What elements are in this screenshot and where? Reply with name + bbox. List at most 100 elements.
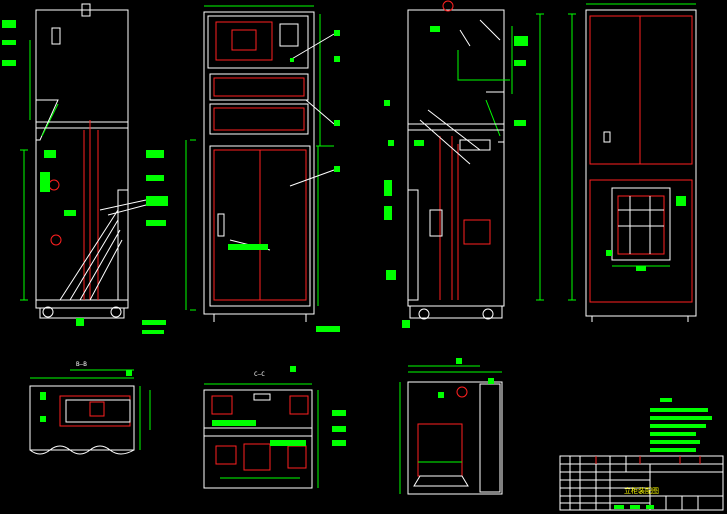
title-revision-mark <box>646 505 654 509</box>
annotation-block <box>514 60 526 66</box>
annotation-block <box>514 120 526 126</box>
annotation-block <box>334 166 340 172</box>
section-core <box>89 401 105 417</box>
annotation-block <box>456 358 462 364</box>
section-outline <box>29 385 135 451</box>
annotation-block <box>142 320 166 325</box>
section-cc-view <box>203 366 346 489</box>
annotation-block <box>334 120 340 126</box>
cabinet-base <box>36 299 128 319</box>
pump-unit <box>463 219 491 245</box>
cabinet-feet <box>591 316 689 322</box>
left-rail <box>407 189 419 301</box>
annotation-block <box>384 100 390 106</box>
vent-inner <box>617 195 665 255</box>
annotation-block <box>40 416 46 422</box>
dimension-lines <box>568 3 696 301</box>
top-fitting <box>81 3 91 17</box>
control-box <box>279 23 299 47</box>
annotation-block <box>142 330 164 334</box>
cabinet-feet <box>213 314 307 322</box>
title-block <box>559 455 724 511</box>
front-elevation-view <box>185 5 340 332</box>
notes-line <box>650 432 696 436</box>
display-window <box>215 21 273 61</box>
dimension-lines <box>457 13 544 301</box>
right-rail <box>117 189 129 301</box>
title-revision-mark <box>614 505 624 509</box>
annotation-block <box>488 378 494 384</box>
slanted-door <box>36 99 59 141</box>
display-inner <box>231 29 257 51</box>
castor-wheel <box>42 306 54 318</box>
technical-notes <box>650 398 712 452</box>
slanted-door-inner <box>485 99 501 137</box>
plan-view <box>399 358 503 495</box>
annotation-block <box>290 58 294 62</box>
castor-wheel <box>418 308 430 320</box>
top-box-mid <box>253 393 271 401</box>
annotation-block <box>76 318 84 326</box>
annotation-block <box>2 20 16 28</box>
notes-line <box>650 424 706 428</box>
plan-fitting <box>456 386 468 398</box>
annotation-block <box>676 196 686 206</box>
drawer-lower <box>209 103 309 135</box>
annotation-block <box>44 150 56 158</box>
top-box-left <box>211 395 233 415</box>
annotation-block <box>146 150 164 158</box>
annotation-block <box>384 180 392 196</box>
vent-bars <box>618 196 664 254</box>
side-section-view-left <box>2 3 168 334</box>
annotation-block <box>270 440 306 446</box>
side-section-view-right <box>384 0 544 328</box>
annotation-block <box>386 270 396 280</box>
cabinet-outline <box>35 9 129 309</box>
lower-box-right <box>287 445 307 469</box>
title-revision-mark <box>630 505 640 509</box>
drawer-upper-inner <box>213 77 305 97</box>
cabinet-outline <box>407 9 505 307</box>
handle-block <box>51 27 61 45</box>
section-cc-label: C—C <box>254 371 265 378</box>
notes-line <box>650 416 712 420</box>
slanted-door-inner <box>41 103 59 137</box>
annotation-block <box>2 60 16 66</box>
top-panel <box>207 15 309 69</box>
dimension-lines <box>20 40 31 301</box>
section-box <box>65 399 131 423</box>
annotation-block <box>514 36 528 46</box>
annotation-block <box>384 206 392 220</box>
hinge-circle <box>48 179 60 191</box>
notes-line <box>650 440 700 444</box>
annotation-block <box>146 220 166 226</box>
leader-lines <box>59 199 147 301</box>
title-block-red-row <box>595 456 701 464</box>
leader-lines <box>229 33 335 251</box>
drawing-title: 立柜装配图 <box>624 486 659 495</box>
annotation-block <box>228 244 268 250</box>
wavy-break <box>29 445 135 455</box>
annotation-block <box>64 210 76 216</box>
title-block-grid <box>560 456 723 510</box>
annotation-block <box>126 370 132 376</box>
annotation-block <box>212 420 256 426</box>
notes-line <box>650 408 708 412</box>
cabinet-outline <box>585 9 697 317</box>
plan-right-panel <box>479 383 501 493</box>
annotation-block <box>2 40 16 45</box>
annotation-block <box>636 266 646 271</box>
annotation-block <box>438 392 444 398</box>
hidden-frame <box>83 120 99 300</box>
drawer-upper <box>209 73 309 101</box>
annotation-block <box>146 175 164 181</box>
dimension-lines <box>204 383 319 488</box>
vent-frame <box>611 187 671 261</box>
notes-line <box>650 448 696 452</box>
annotation-block <box>316 326 340 332</box>
lower-door-frame <box>209 145 311 307</box>
notes-heading <box>660 398 672 402</box>
lower-box-mid <box>243 443 271 471</box>
annotation-block <box>332 410 346 416</box>
